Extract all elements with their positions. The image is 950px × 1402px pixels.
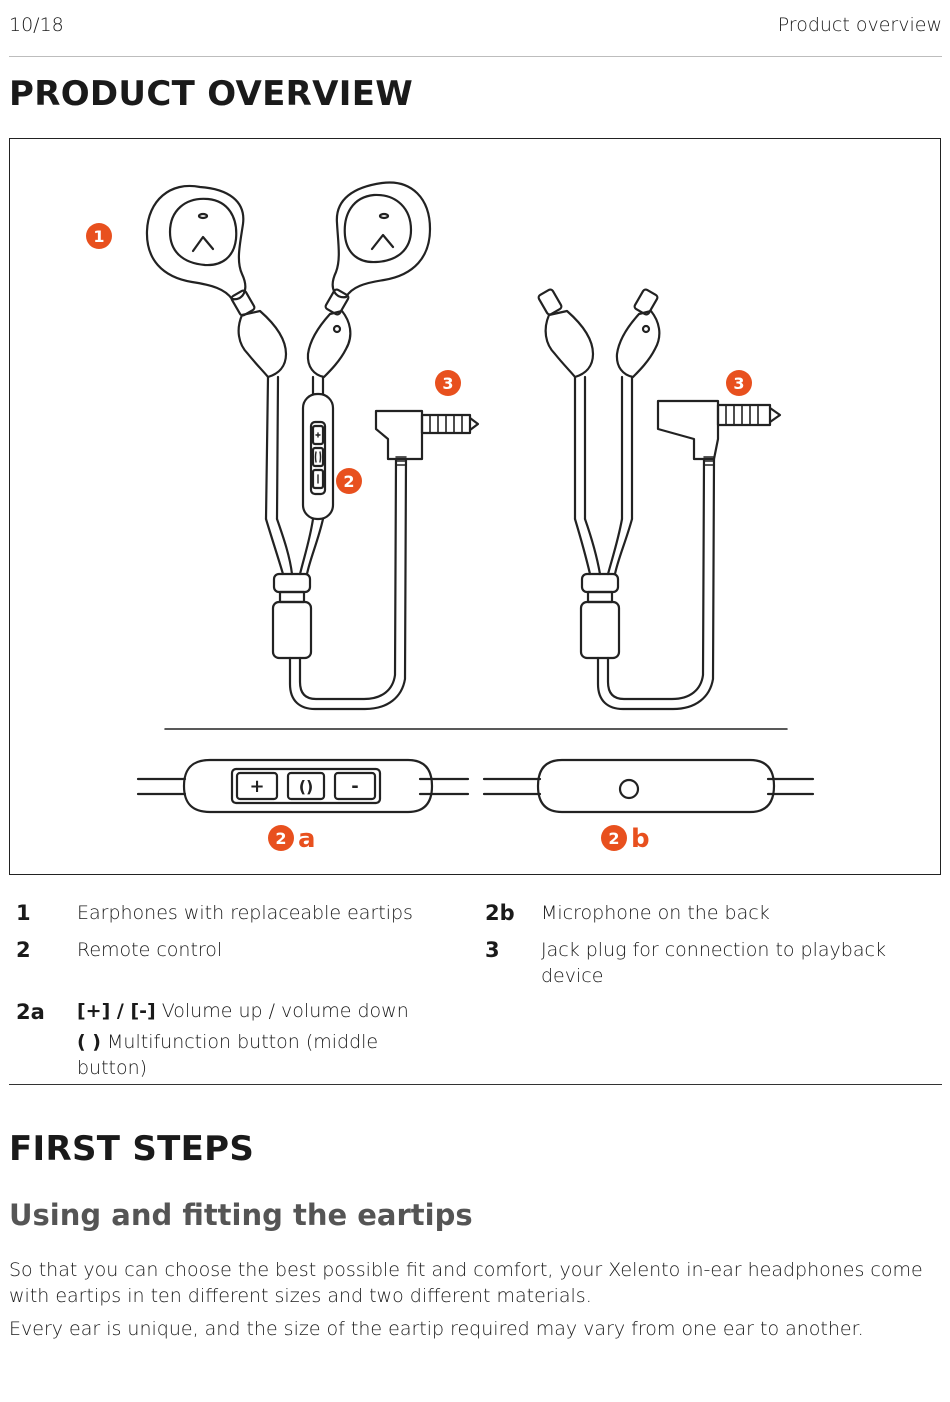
callout-1-number: 1 (93, 227, 104, 246)
paragraph-eartips-ear-unique: Every ear is unique, and the size of the… (9, 1318, 864, 1340)
volume-down-symbol: - (351, 776, 358, 797)
callout-2b-number: 2 (608, 829, 619, 848)
callout-2a-suffix: a (298, 824, 316, 854)
microphone-hole-icon (618, 778, 640, 800)
legend-text-1: Earphones with replaceable eartips (77, 902, 413, 924)
page-title: PRODUCT OVERVIEW (9, 74, 414, 114)
legend-number-2b: 2b (485, 901, 515, 925)
legend-number-2: 2 (16, 938, 31, 962)
legend-text-2a-volume: [+] / [-] Volume up / volume down (77, 998, 447, 1024)
multifunction-button-description: Multifunction button (middle button) (77, 1031, 379, 1079)
section-title-first-steps: FIRST STEPS (9, 1129, 255, 1169)
earphones-without-remote-drawing (537, 288, 782, 711)
volume-up-symbol: + (249, 776, 264, 797)
callout-2b-badge (601, 825, 627, 851)
callout-1-badge (86, 223, 112, 249)
earphones-with-remote-drawing (145, 181, 480, 711)
callout-2-number: 2 (343, 472, 354, 491)
subsection-title-eartips: Using and fitting the eartips (9, 1198, 473, 1232)
header-divider (9, 56, 942, 57)
remote-front-detail (136, 758, 470, 814)
callout-2b-suffix: b (631, 824, 650, 854)
paragraph-eartips-intro: So that you can choose the best possible… (9, 1259, 923, 1307)
multifunction-button-symbol: ( ) (77, 1031, 101, 1053)
callout-2a-number: 2 (275, 829, 286, 848)
legend-divider (9, 1084, 942, 1085)
legend-text-2: Remote control (77, 939, 223, 961)
callout-2-badge (336, 468, 362, 494)
product-illustration: + () - 1 2 3 3 2 a 2 b (9, 138, 941, 875)
legend-number-3: 3 (485, 938, 500, 962)
legend-text-2b: Microphone on the back (541, 902, 770, 924)
remote-back-detail (482, 758, 815, 814)
callout-3-right-number: 3 (733, 374, 744, 393)
legend: 1 Earphones with replaceable eartips 2 R… (9, 895, 941, 1085)
multifunction-symbol: () (299, 777, 314, 796)
legend-number-2a: 2a (16, 1000, 45, 1024)
callout-3-left-number: 3 (442, 374, 453, 393)
legend-text-3: Jack plug for connection to playback dev… (541, 939, 886, 987)
legend-number-1: 1 (16, 901, 31, 925)
callout-3-left-badge (435, 370, 461, 396)
callout-3-right-badge (726, 370, 752, 396)
volume-buttons-description: Volume up / volume down (155, 1000, 409, 1022)
page-number: 10/18 (9, 14, 64, 36)
callout-2a-badge (268, 825, 294, 851)
volume-buttons-symbol: [+] / [-] (77, 1000, 156, 1022)
legend-text-2a-multifunction: ( ) Multifunction button (middle button) (77, 1029, 447, 1081)
section-name: Product overview (777, 14, 942, 36)
